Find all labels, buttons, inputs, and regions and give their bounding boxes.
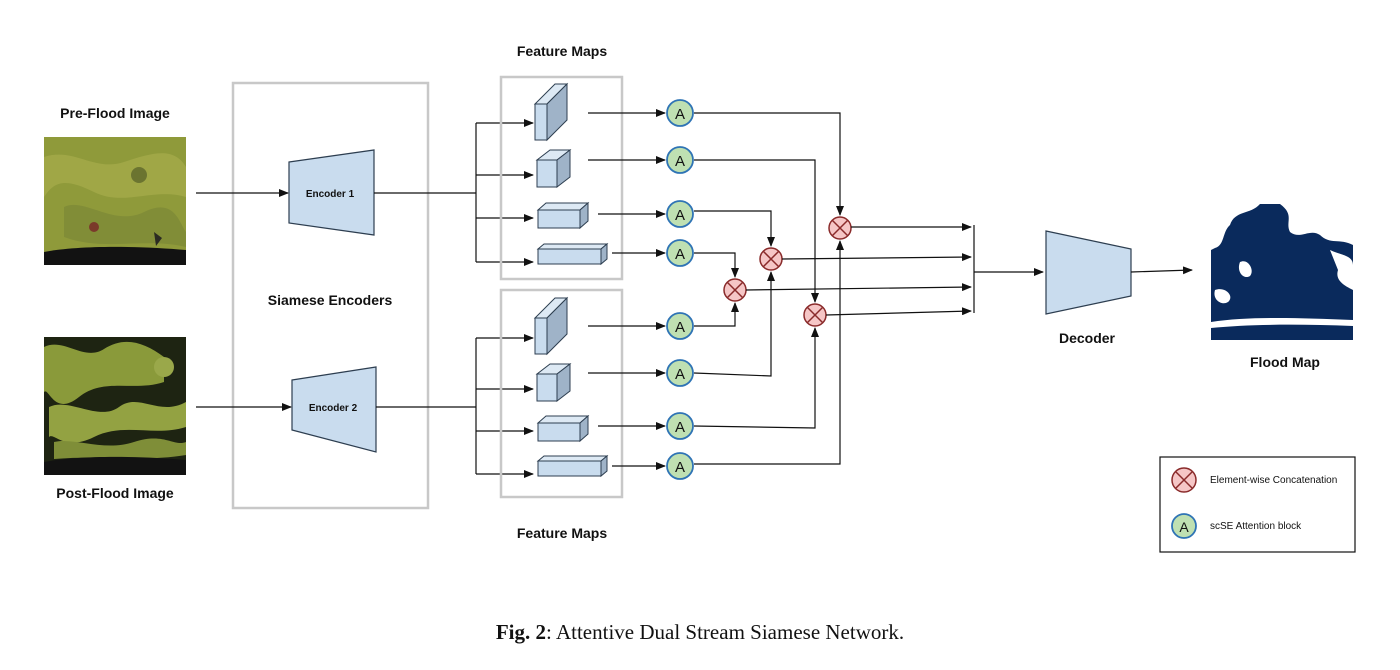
attention-block: A [666, 312, 694, 340]
decoder-label: Decoder [1059, 330, 1116, 346]
svg-text:A: A [675, 319, 685, 336]
attention-block: A [666, 452, 694, 480]
feature-maps-frame-top [499, 75, 624, 281]
legend-attention-icon: A [1171, 513, 1197, 539]
attention-block: A [666, 146, 694, 174]
post-flood-label: Post-Flood Image [56, 485, 174, 501]
svg-text:A: A [675, 419, 685, 436]
legend-attention-label: scSE Attention block [1210, 521, 1302, 532]
svg-text:A: A [675, 459, 685, 476]
feature-map-cuboid [536, 414, 590, 443]
concat-node [803, 303, 827, 327]
feature-maps-frame-bottom [499, 288, 624, 499]
figure-caption: Fig. 2: Attentive Dual Stream Siamese Ne… [0, 620, 1400, 645]
svg-text:A: A [1179, 519, 1189, 535]
flood-map-label: Flood Map [1250, 354, 1320, 370]
encoder-2 [291, 366, 377, 453]
attention-block: A [666, 412, 694, 440]
attention-block: A [666, 99, 694, 127]
concat-node [723, 278, 747, 302]
feature-map-cuboid [533, 296, 569, 356]
caption-prefix: Fig. 2 [495, 620, 547, 644]
feature-map-cuboid [535, 362, 572, 403]
encoder-1 [288, 149, 375, 236]
svg-text:A: A [675, 366, 685, 383]
feature-maps-label-bottom: Feature Maps [517, 525, 607, 541]
caption-text: : Attentive Dual Stream Siamese Network. [546, 620, 905, 644]
pre-flood-label: Pre-Flood Image [60, 105, 170, 121]
post-flood-image [44, 337, 186, 475]
feature-map-cuboid [536, 454, 609, 478]
siamese-encoders-label: Siamese Encoders [268, 292, 393, 308]
decoder [1045, 230, 1132, 315]
encoder-1-label: Encoder 1 [306, 189, 355, 200]
attention-block: A [666, 239, 694, 267]
concat-node [759, 247, 783, 271]
concat-node [828, 216, 852, 240]
legend-concat-icon [1171, 467, 1197, 493]
network-diagram: Pre-Flood Image Post-Flood Image Siamese… [44, 43, 1356, 553]
attention-block: A [666, 200, 694, 228]
encoder-2-label: Encoder 2 [309, 403, 358, 414]
feature-maps-label-top: Feature Maps [517, 43, 607, 59]
feature-map-cuboid [533, 82, 569, 142]
svg-text:A: A [675, 207, 685, 224]
legend-concat-label: Element-wise Concatenation [1210, 475, 1337, 486]
svg-text:A: A [675, 153, 685, 170]
svg-text:A: A [675, 246, 685, 263]
attention-block: A [666, 359, 694, 387]
feature-map-cuboid [535, 148, 572, 189]
siamese-encoders-frame [231, 81, 430, 510]
feature-map-cuboid [536, 242, 609, 266]
feature-map-cuboid [536, 201, 590, 230]
flood-map-image [1211, 204, 1353, 340]
pre-flood-image [44, 137, 186, 265]
svg-text:A: A [675, 106, 685, 123]
